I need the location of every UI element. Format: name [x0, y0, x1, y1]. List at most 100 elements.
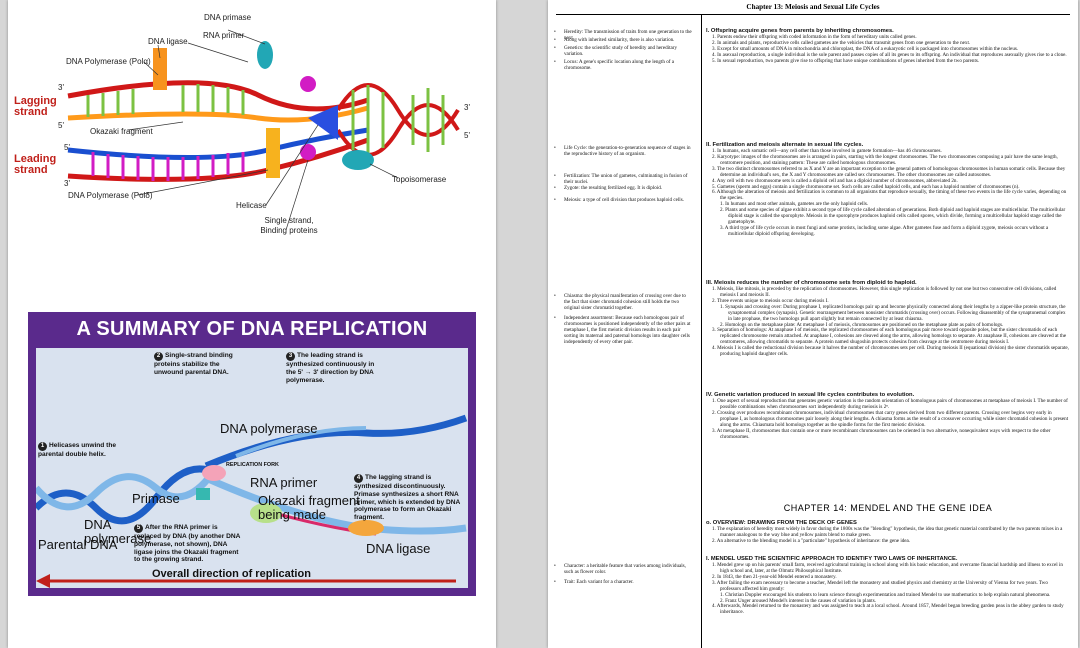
- chapter-title: Chapter 13: Meiosis and Sexual Life Cycl…: [746, 3, 880, 11]
- glossary-text: Genetics: the scientific study of heredi…: [564, 45, 678, 57]
- section-item: 1. Parents endow their offspring with co…: [712, 33, 917, 40]
- glossary-text: Character: a heritable feature that vari…: [564, 563, 686, 575]
- label-okazaki-being-made: Okazaki fragment being made: [258, 493, 360, 522]
- section-item: 1. The explanation of heredity most wide…: [712, 525, 1063, 538]
- label-pol-delta: DNA Polymerase (Polδ): [68, 191, 153, 200]
- label-pol-alpha: DNA Polymerase (Polα): [66, 57, 151, 66]
- notes-section: IV. Genetic variation produced in sexual…: [706, 392, 1070, 440]
- section-item: 1. Mendel grew up on his parents' small …: [712, 561, 1063, 574]
- glossary-entry: •Fertilization: The union of gametes, cu…: [554, 173, 692, 186]
- ligase-shape: [153, 48, 167, 90]
- topoisomerase-shape: [342, 150, 374, 170]
- label-primase: Primase: [132, 491, 180, 506]
- header-rule: [556, 14, 1070, 15]
- section-item: 4. In asexual reproduction, a single ind…: [712, 51, 1067, 58]
- section-heading: II. Fertilization and meiosis alternate …: [706, 142, 864, 148]
- section-item: 2. Plants and some species of algae exhi…: [720, 207, 1066, 226]
- section-item: 6. Although the alteration of meiosis an…: [712, 189, 1067, 202]
- label-parental-dna: Parental DNA: [38, 537, 118, 552]
- chapter-14-heading: CHAPTER 14: MENDEL AND THE GENE IDEA: [783, 503, 993, 513]
- section-item: 3. Separation of homologs: At anaphase I…: [712, 327, 1067, 346]
- section-item: 1. In humans, each somatic cell—any cell…: [712, 147, 942, 154]
- label-dna-ligase: DNA ligase: [148, 37, 188, 46]
- label-dna-polymerase-top: DNA polymerase: [220, 421, 318, 436]
- glossary-entry: •Locus: A gene's specific location along…: [554, 59, 692, 72]
- label-rna-primer: RNA primer: [203, 31, 245, 40]
- section-item: 2. Three events unique to meiosis occur …: [712, 297, 829, 304]
- bullet-icon: •: [554, 563, 556, 569]
- notes-section: II. Fertilization and meiosis alternate …: [706, 142, 1070, 238]
- label-dna-polymerase-bottom: DNA polymerase: [84, 517, 152, 546]
- section-heading: I. Offspring acquire genes from parents …: [706, 28, 894, 34]
- dna-replication-fork-figure: DNA primase RNA primer DNA ligase DNA Po…: [8, 0, 496, 250]
- section-heading: o. OVERVIEW: DRAWING FROM THE DECK OF GE…: [706, 520, 857, 526]
- label-dna-ligase: DNA ligase: [366, 541, 431, 556]
- glossary-text: Life Cycle: the generation-to-generation…: [564, 145, 691, 157]
- section-heading: I. MENDEL USED THE SCIENTIFIC APPROACH T…: [706, 556, 958, 562]
- glossary-entry: • Zygote: the resulting fertilized egg. I…: [554, 185, 692, 192]
- helicase-shape: [308, 105, 338, 140]
- summary-title: A SUMMARY OF DNA REPLICATION: [76, 318, 428, 340]
- bullet-icon: •: [554, 197, 556, 203]
- glossary-text: Along with inherited similarity, there i…: [564, 37, 675, 43]
- overall-direction-label: Overall direction of replication: [152, 568, 311, 580]
- section-item: 5. Gametes (sperm and eggs) contain a si…: [712, 183, 1020, 190]
- overall-direction: Overall direction of replication: [56, 568, 466, 582]
- section-item: 1. Synapsis and crossing over: During pr…: [720, 303, 1066, 322]
- section-heading: III. Meiosis reduces the number of chrom…: [706, 280, 917, 286]
- section-item: 3. A third type of life cycle occurs in …: [720, 225, 1049, 238]
- section-heading: IV. Genetic variation produced in sexual…: [706, 392, 915, 398]
- section-item: 3. The two distinct chromosomes referred…: [712, 165, 1066, 178]
- column-divider: [701, 14, 702, 648]
- section-item: 2. In 1843, the then 21-year-old Mendel …: [712, 573, 837, 580]
- label-lagging-3: 3': [58, 83, 64, 92]
- primase-shape: [257, 41, 273, 69]
- glossary-entry: •Chiasma: the physical manifestation of …: [554, 293, 692, 312]
- bullet-icon: •: [554, 579, 556, 585]
- glossary-text: Independent assortment: Because each hom…: [564, 315, 691, 345]
- section-item: 2. An alternative to the blending model …: [712, 537, 911, 544]
- section-item: 4. Afterwards, Mendel returned to the mo…: [712, 603, 1064, 616]
- label-topoisomerase: Topoisomerase: [392, 175, 447, 184]
- glossary-entry: •Meiosis: a type of cell division that p…: [554, 197, 692, 204]
- bullet-icon: •: [554, 173, 556, 179]
- label-ssb: Single strand, Binding proteins: [260, 216, 318, 235]
- left-document-page: DNA primase RNA primer DNA ligase DNA Po…: [8, 0, 496, 648]
- label-right-3: 3': [464, 103, 470, 112]
- bullet-icon: •: [554, 145, 556, 151]
- section-item: 2. Homologs on the metaphase plate: At m…: [720, 321, 1004, 328]
- label-right-5: 5': [464, 131, 470, 140]
- glossary-entry: • Genetics: the scientific study of hered…: [554, 45, 692, 58]
- glossary-entry: • Along with inherited similarity, there …: [554, 37, 692, 44]
- glossary-text: Zygote: the resulting fertilized egg. It…: [564, 185, 663, 191]
- label-leading-3: 3': [64, 179, 70, 188]
- label-leading-5: 5': [64, 143, 70, 152]
- section-item: 1. Meiosis, like mitosis, is preceded by…: [712, 285, 1057, 298]
- bullet-icon: •: [554, 37, 556, 43]
- section-item: 4. Any cell with two chromosome sets is …: [712, 177, 958, 184]
- label-helicase: Helicase: [236, 201, 267, 210]
- glossary-text: Chiasma: the physical manifestation of c…: [564, 293, 686, 311]
- section-item: 3. At metaphase II, chromosomes that con…: [712, 427, 1051, 440]
- section-item: 2. Crossing over produces recombinant ch…: [712, 409, 1069, 428]
- glossary-entry: • Character: a heritable feature that var…: [554, 563, 692, 576]
- section-item: 3. Except for small amounts of DNA in mi…: [712, 45, 1019, 52]
- glossary-entry: • Life Cycle: the generation-to-generatio…: [554, 145, 692, 158]
- section-item: 3. After failing the exam necessary to b…: [712, 579, 1048, 592]
- section-item: 2. In animals and plants, reproductive c…: [712, 39, 971, 46]
- bullet-icon: •: [554, 185, 556, 191]
- bullet-icon: •: [554, 315, 556, 321]
- bullet-icon: •: [554, 45, 556, 51]
- section-item: 2. Franz Unger aroused Mendel's interest…: [720, 597, 876, 604]
- bullet-icon: •: [554, 59, 556, 65]
- label-lagging-5: 5': [58, 121, 64, 130]
- label-rna-primer: RNA primer: [250, 475, 318, 490]
- label-leading-strand: Leading strand: [14, 153, 57, 176]
- section-item: 1. Christian Doppler encouraged his stud…: [720, 591, 1051, 598]
- right-document-page: Chapter 13: Meiosis and Sexual Life Cycl…: [548, 0, 1078, 648]
- bullet-icon: •: [554, 29, 556, 35]
- notes-section: I. Offspring acquire genes from parents …: [706, 28, 1070, 65]
- glossary-entry: • Independent assortment: Because each ho…: [554, 315, 692, 346]
